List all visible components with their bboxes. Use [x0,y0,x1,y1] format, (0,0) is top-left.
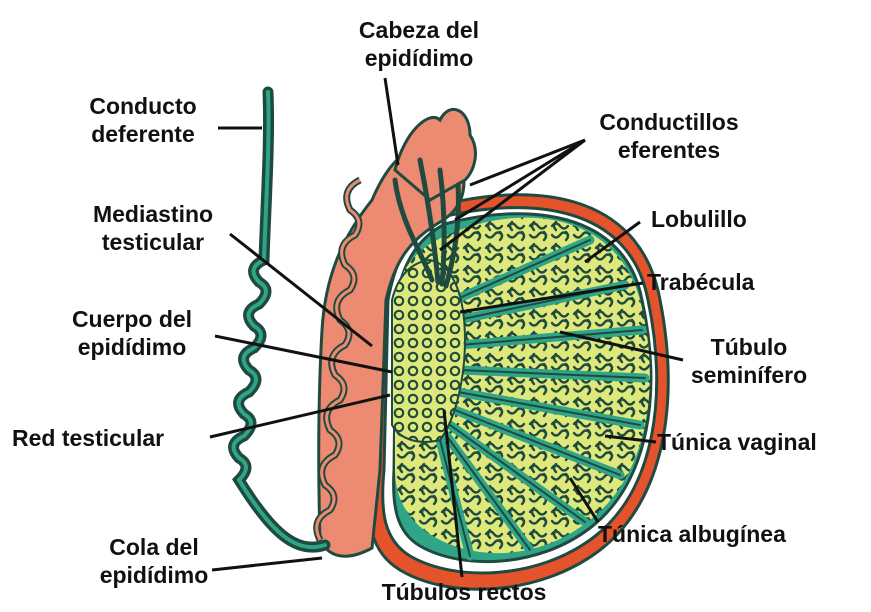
label-tubulo-seminifero: Túbulo seminífero [664,333,834,389]
label-tunica-vaginal: Túnica vaginal [657,428,817,456]
label-trabecula: Trabécula [647,268,754,296]
label-line: Cuerpo del [42,305,222,333]
label-cuerpo-del-epididimo: Cuerpo del epidídimo [42,305,222,361]
label-line: Túbulos rectos [364,578,564,606]
label-mediastino-testicular: Mediastino testicular [58,200,248,256]
label-cola-del-epididimo: Cola del epidídimo [74,533,234,589]
label-lobulillo: Lobulillo [651,205,747,233]
label-line: Cabeza del [334,16,504,44]
label-conducto-deferente: Conducto deferente [63,92,223,148]
label-line: Túnica vaginal [657,428,817,456]
label-line: epidídimo [334,44,504,72]
label-line: Mediastino [58,200,248,228]
label-line: eferentes [574,136,764,164]
label-line: Conductillos [574,108,764,136]
label-conductillos-eferentes: Conductillos eferentes [574,108,764,164]
label-line: Conducto [63,92,223,120]
label-line: epidídimo [42,333,222,361]
mediastinum [392,260,465,442]
label-red-testicular: Red testicular [12,424,164,452]
label-line: seminífero [664,361,834,389]
label-line: Red testicular [12,424,164,452]
label-line: Túnica albugínea [598,520,786,548]
label-cabeza-del-epididimo: Cabeza del epidídimo [334,16,504,72]
label-line: testicular [58,228,248,256]
vas-deferens [234,92,325,547]
label-line: Lobulillo [651,205,747,233]
label-tunica-albuginea: Túnica albugínea [598,520,786,548]
label-line: epidídimo [74,561,234,589]
label-line: deferente [63,120,223,148]
label-line: Trabécula [647,268,754,296]
label-line: Túbulo [664,333,834,361]
label-line: Cola del [74,533,234,561]
label-tubulos-rectos: Túbulos rectos [364,578,564,606]
